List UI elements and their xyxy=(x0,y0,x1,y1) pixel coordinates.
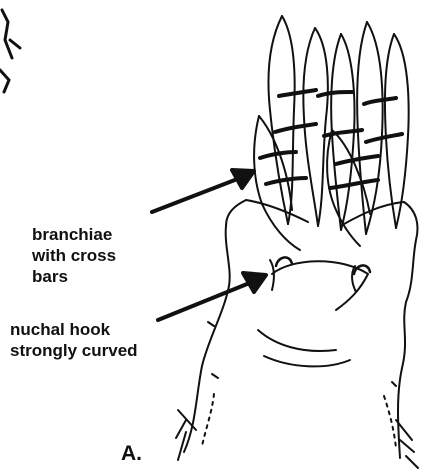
label-nuchal-hook-line-1: nuchal hook xyxy=(10,319,138,340)
label-nuchal-hook-line-2: strongly curved xyxy=(10,340,138,361)
body-outline xyxy=(176,200,418,468)
label-branchiae-line-3: bars xyxy=(32,266,116,287)
neighbor-fragment xyxy=(0,10,20,92)
label-branchiae-line-1: branchiae xyxy=(32,224,116,245)
label-branchiae: branchiae with cross bars xyxy=(32,224,116,287)
label-branchiae-line-2: with cross xyxy=(32,245,116,266)
panel-label: A. xyxy=(121,442,142,466)
pointer-arrows xyxy=(152,170,266,320)
label-nuchal-hook: nuchal hook strongly curved xyxy=(10,319,138,361)
